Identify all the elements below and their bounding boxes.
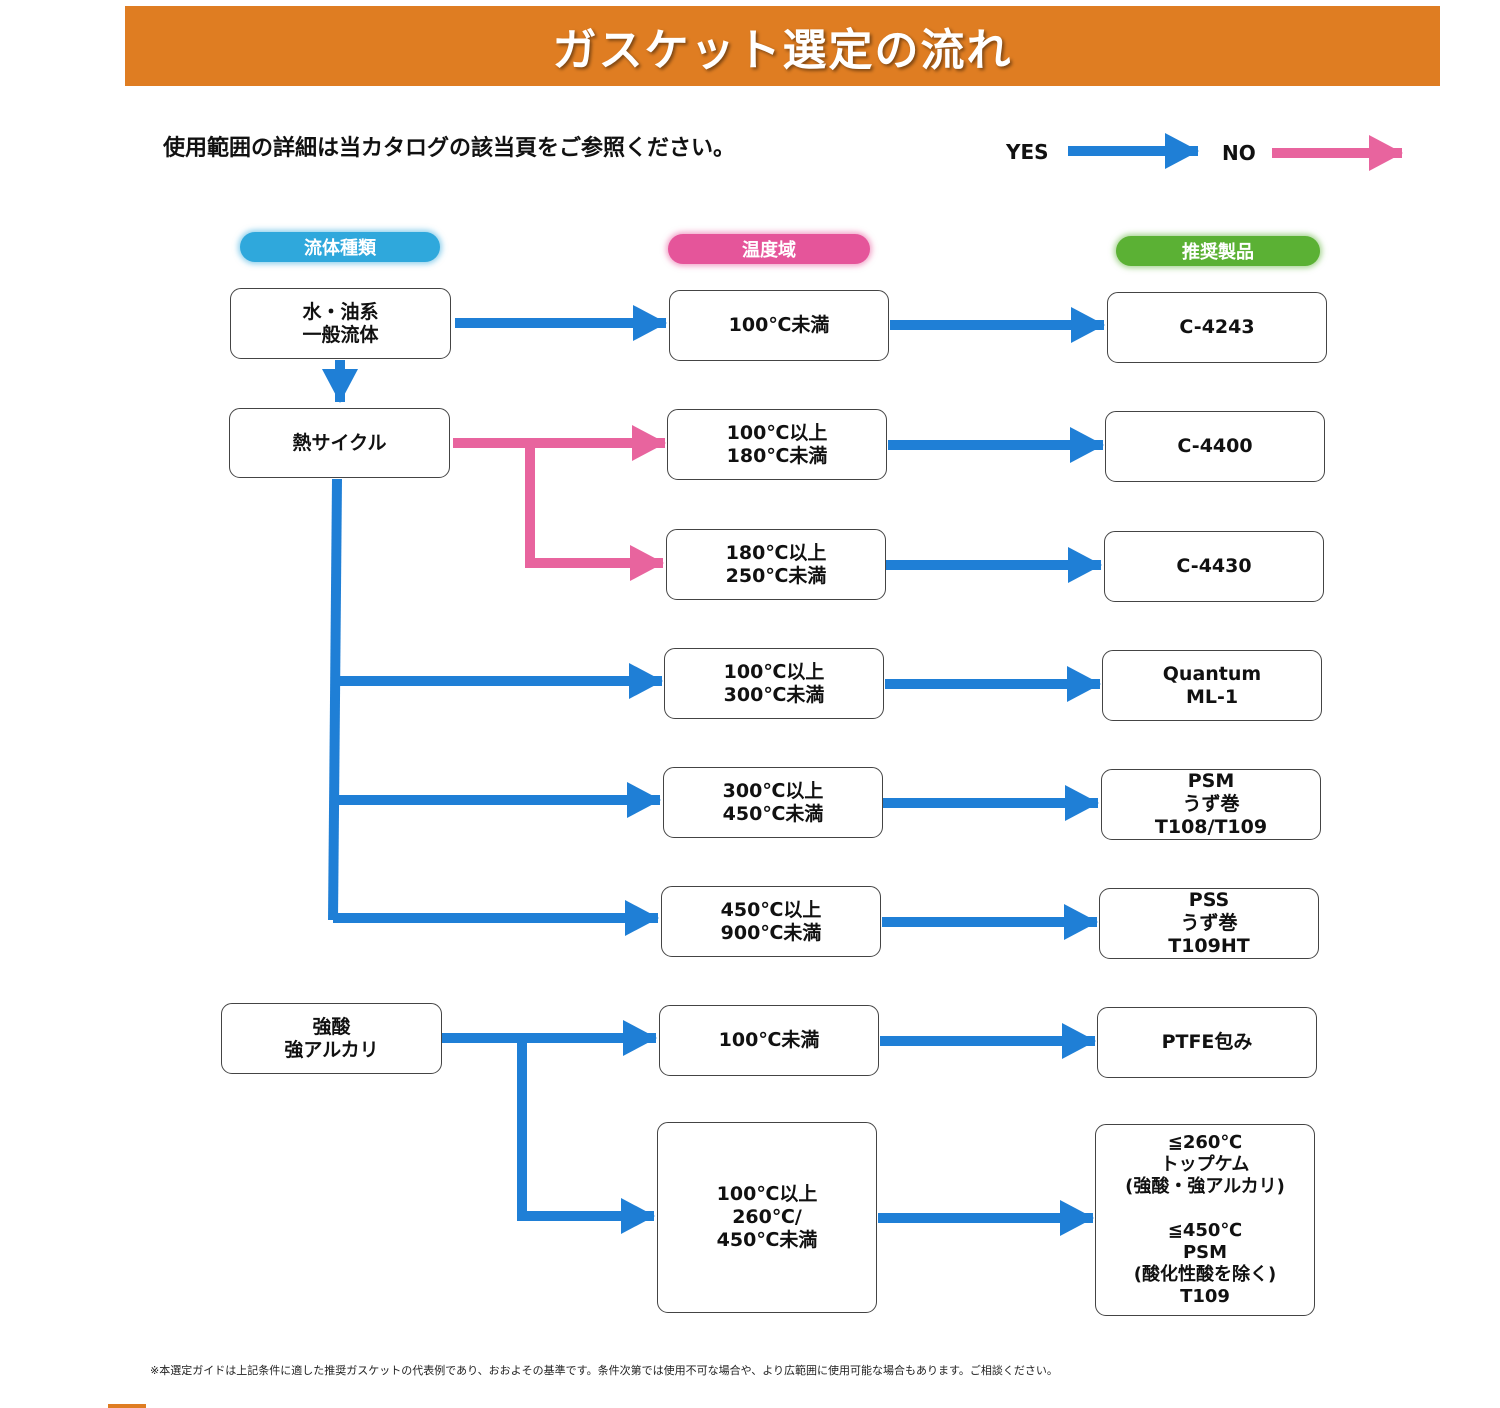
fluid-water-oil: 水・油系 一般流体 xyxy=(230,288,451,359)
title-banner: ガスケット選定の流れ xyxy=(125,6,1440,86)
product-ptfe: PTFE包み xyxy=(1097,1007,1317,1078)
product-c4243: C-4243 xyxy=(1107,292,1327,363)
fluid-heat-cycle: 熱サイクル xyxy=(229,408,450,478)
temperature-range: 100℃未満 xyxy=(659,1005,879,1076)
product-topchem-psm: ≦260℃ トップケム (強酸・強アルカリ) ≦450℃ PSM (酸化性酸を除… xyxy=(1095,1124,1315,1316)
header-recommended-product: 推奨製品 xyxy=(1116,236,1320,266)
temperature-range: 100℃以上 180℃未満 xyxy=(667,409,887,480)
product-pss-spiral: PSS うず巻 T109HT xyxy=(1099,888,1319,959)
page-corner-mark xyxy=(108,1404,146,1408)
footnote: ※本選定ガイドは上記条件に適した推奨ガスケットの代表例であり、おおよその基準です… xyxy=(150,1364,1058,1377)
temperature-range: 300℃以上 450℃未満 xyxy=(663,767,883,838)
product-c4430: C-4430 xyxy=(1104,531,1324,602)
header-fluid-type: 流体種類 xyxy=(240,232,440,262)
legend-yes-label: YES xyxy=(1006,140,1049,164)
temperature-range: 100℃以上 300℃未満 xyxy=(664,648,884,719)
header-temperature-range: 温度域 xyxy=(668,234,870,264)
temperature-range: 100℃未満 xyxy=(669,290,889,361)
temperature-range: 180℃以上 250℃未満 xyxy=(666,529,886,600)
product-c4400: C-4400 xyxy=(1105,411,1325,482)
fluid-acid-alkali: 強酸 強アルカリ xyxy=(221,1003,442,1074)
page-title: ガスケット選定の流れ xyxy=(552,25,1013,76)
product-quantum-ml1: Quantum ML-1 xyxy=(1102,650,1322,721)
temperature-range: 100℃以上 260℃/ 450℃未満 xyxy=(657,1122,877,1313)
product-psm-spiral: PSM うず巻 T108/T109 xyxy=(1101,769,1321,840)
temperature-range: 450℃以上 900℃未満 xyxy=(661,886,881,957)
reference-note: 使用範囲の詳細は当カタログの該当頁をご参照ください。 xyxy=(163,136,736,161)
legend-no-label: NO xyxy=(1222,141,1256,165)
